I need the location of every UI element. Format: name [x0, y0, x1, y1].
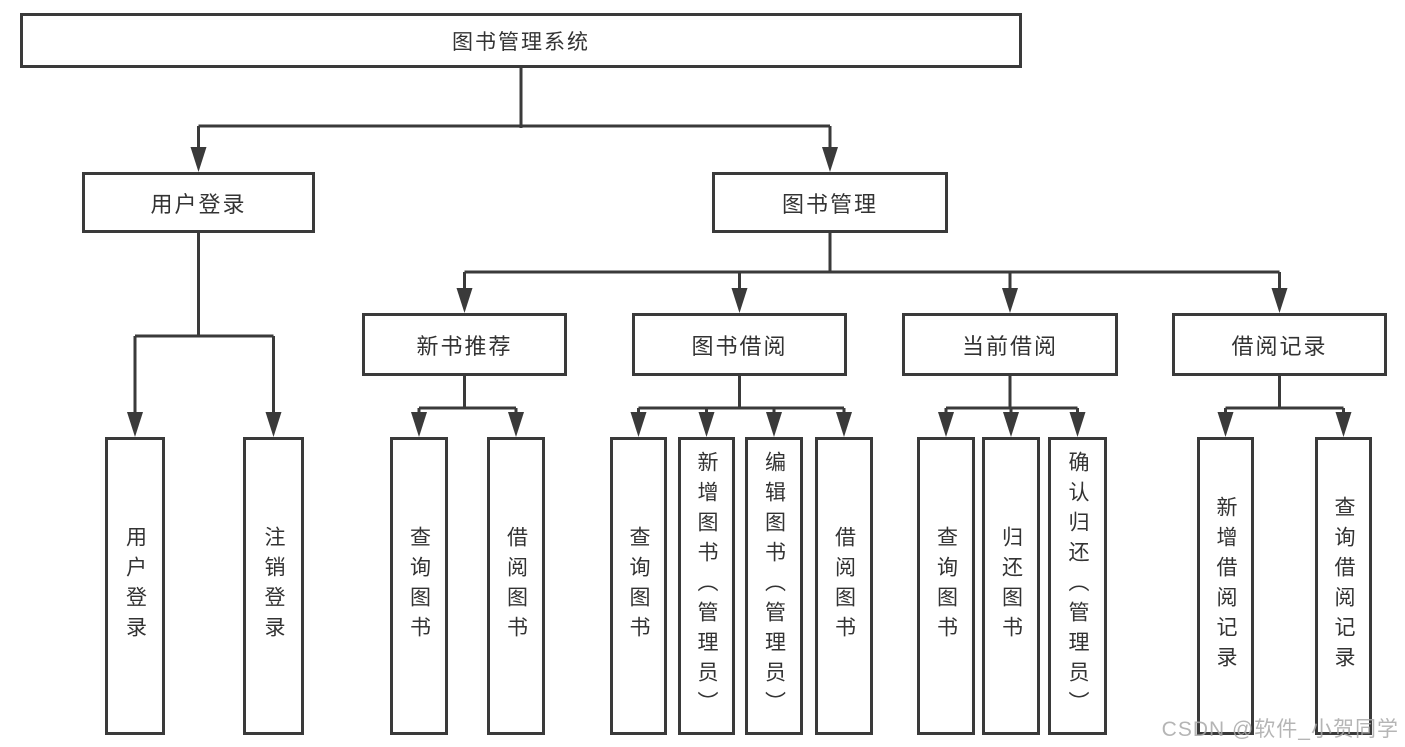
- leaf-query-books-2: 查询图书: [610, 437, 667, 735]
- leaf-borrow-books-2-label: 借阅图书: [832, 526, 856, 646]
- leaf-user-login: 用户登录: [105, 437, 165, 735]
- leaf-confirm-return-admin: 确认归还（管理员）: [1048, 437, 1107, 735]
- leaf-logout: 注销登录: [243, 437, 304, 735]
- leaf-edit-book-admin-label: 编辑图书（管理员）: [762, 451, 786, 721]
- leaf-borrow-books-2: 借阅图书: [815, 437, 873, 735]
- leaf-logout-label: 注销登录: [262, 526, 285, 646]
- node-book-borrow: 图书借阅: [632, 313, 847, 376]
- leaf-add-borrow-record-label: 新增借阅记录: [1214, 496, 1237, 676]
- leaf-query-borrow-record: 查询借阅记录: [1315, 437, 1372, 735]
- leaf-query-borrow-record-label: 查询借阅记录: [1332, 496, 1355, 676]
- leaf-query-books-2-label: 查询图书: [627, 526, 650, 646]
- node-new-book-recommend: 新书推荐: [362, 313, 567, 376]
- node-user-login: 用户登录: [82, 172, 315, 233]
- leaf-borrow-books-1-label: 借阅图书: [504, 526, 528, 646]
- leaf-query-books-3-label: 查询图书: [934, 526, 958, 646]
- node-borrow-records: 借阅记录: [1172, 313, 1387, 376]
- leaf-edit-book-admin: 编辑图书（管理员）: [745, 437, 803, 735]
- watermark-csdn: CSDN @软件_小贺同学: [1161, 718, 1399, 741]
- leaf-query-books-1: 查询图书: [390, 437, 448, 735]
- leaf-add-book-admin-label: 新增图书（管理员）: [695, 451, 718, 721]
- leaf-user-login-label: 用户登录: [123, 526, 147, 646]
- leaf-borrow-books-1: 借阅图书: [487, 437, 545, 735]
- leaf-add-book-admin: 新增图书（管理员）: [678, 437, 735, 735]
- node-book-management: 图书管理: [712, 172, 948, 233]
- leaf-return-books-label: 归还图书: [999, 526, 1023, 646]
- leaf-confirm-return-admin-label: 确认归还（管理员）: [1066, 451, 1089, 721]
- leaf-query-books-1-label: 查询图书: [407, 526, 431, 646]
- leaf-return-books: 归还图书: [982, 437, 1040, 735]
- node-current-borrow: 当前借阅: [902, 313, 1118, 376]
- leaf-query-books-3: 查询图书: [917, 437, 975, 735]
- node-library-management-system: 图书管理系统: [20, 13, 1022, 68]
- leaf-add-borrow-record: 新增借阅记录: [1197, 437, 1254, 735]
